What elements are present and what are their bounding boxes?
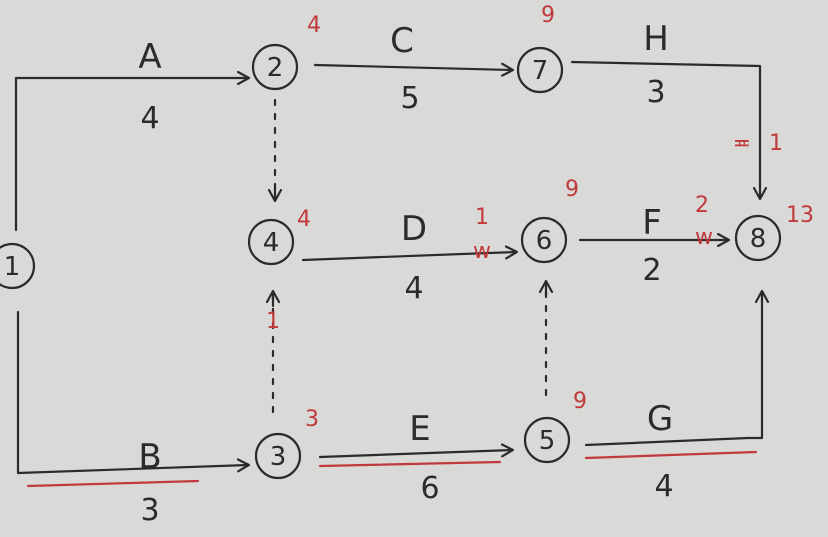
label-d: D [401,209,427,249]
wave-d: w [473,239,491,264]
free-d: 1 [475,205,489,230]
node-8: 8 13 [734,203,814,262]
duration-f: 2 [642,253,661,288]
wave-f: w [695,225,713,250]
label-g: G [647,399,673,439]
float-h: 1 [769,131,783,156]
svg-text:8: 8 [750,224,767,254]
svg-text:9: 9 [573,389,587,414]
label-h: H [643,19,669,59]
label-f: F [642,203,662,243]
float-h-mark: ≖ [733,131,751,156]
node-4: 4 4 [247,207,311,266]
svg-text:7: 7 [532,56,549,86]
node-3: 3 3 [254,407,319,480]
node-2: 2 4 [251,13,321,91]
critical-underline-g [584,450,758,460]
critical-underline-b [26,479,200,488]
duration-e: 6 [420,471,439,506]
arrow-g [584,292,762,447]
svg-text:4: 4 [307,13,321,38]
arrow-h [570,60,760,198]
label-b: B [138,437,161,477]
duration-h: 3 [646,75,665,110]
svg-text:13: 13 [786,203,814,228]
svg-text:3: 3 [305,407,319,432]
svg-text:6: 6 [536,226,553,256]
arrow-a [14,78,248,232]
arrow-e [318,450,512,459]
node-1: 1 [0,242,36,290]
label-a: A [138,37,161,77]
label-c: C [390,21,414,61]
duration-g: 4 [654,469,673,504]
duration-c: 5 [400,81,419,116]
node-6: 6 9 [520,177,579,264]
svg-text:9: 9 [565,177,579,202]
duration-b: 3 [140,493,159,528]
critical-underline-e [318,460,502,468]
arrow-c [313,65,512,70]
free-f: 2 [695,193,709,218]
float-dummy-3-4: 1 [266,309,280,334]
duration-a: 4 [140,101,159,136]
node-7: 7 9 [516,3,564,94]
arrow-d [301,252,516,262]
arrow-b [16,310,248,475]
duration-d: 4 [404,271,423,306]
svg-text:3: 3 [270,442,287,472]
svg-text:9: 9 [541,3,555,28]
svg-text:5: 5 [539,426,556,456]
svg-text:2: 2 [267,53,284,83]
label-e: E [409,409,430,449]
svg-text:1: 1 [4,252,21,282]
svg-text:4: 4 [263,228,280,258]
svg-text:4: 4 [297,207,311,232]
node-5: 5 9 [523,389,587,464]
